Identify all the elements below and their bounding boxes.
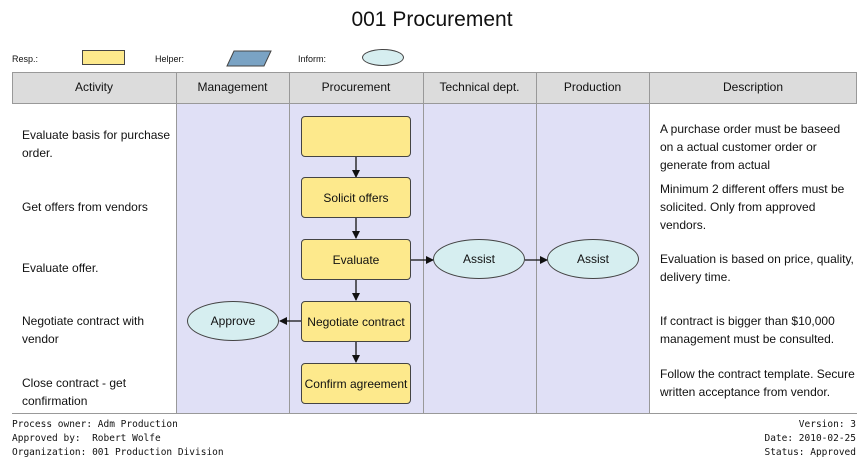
assist-production-ellipse[interactable]: Assist	[547, 239, 639, 279]
header-description: Description	[722, 80, 784, 94]
evaluate-box[interactable]: Evaluate	[301, 239, 411, 280]
description-text: Follow the contract template. Secure wri…	[660, 367, 855, 399]
description-text: Evaluation is based on price, quality, d…	[660, 252, 854, 284]
header-activity: Activity	[74, 80, 113, 94]
table-bottom-border	[12, 413, 857, 414]
legend-inform-label: Inform:	[298, 54, 327, 64]
header-production: Production	[563, 80, 622, 94]
table-header	[12, 72, 857, 104]
footer-version: Version: 3	[798, 419, 856, 430]
activity-text: Negotiate contract with vendor	[22, 314, 145, 346]
footer-date: Date: 2010-02-25	[764, 433, 856, 444]
legend-helper-swatch	[226, 50, 272, 67]
activity-text: Get offers from vendors	[22, 200, 148, 214]
activity-text: Evaluate basis for purchase order.	[22, 128, 171, 160]
description-text: A purchase order must be baseed on a act…	[660, 122, 841, 172]
legend-resp-swatch	[82, 50, 125, 65]
column-divider	[176, 72, 177, 414]
column-divider	[423, 72, 424, 414]
description-text: Minimum 2 different offers must be solic…	[660, 182, 845, 232]
page-title: 001 Procurement	[351, 8, 513, 31]
lane-management	[176, 104, 289, 414]
description-text: If contract is bigger than $10,000 manag…	[660, 314, 835, 346]
footer-status: Status: Approved	[764, 447, 856, 458]
column-divider	[536, 72, 537, 414]
footer-approved: Approved by: Robert Wolfe	[12, 433, 161, 444]
legend-inform-swatch	[362, 49, 404, 66]
legend-helper-label: Helper:	[155, 54, 185, 64]
column-divider	[289, 72, 290, 414]
negotiate-contract-box[interactable]: Negotiate contract	[301, 301, 411, 342]
assist-technical-ellipse[interactable]: Assist	[433, 239, 525, 279]
header-technical: Technical dept.	[439, 80, 520, 94]
legend-resp-label: Resp.:	[12, 54, 39, 64]
header-management: Management	[197, 80, 268, 94]
activity-text: Close contract - get confirmation	[22, 376, 127, 408]
confirm-agreement-box[interactable]: Confirm agreement	[301, 363, 411, 404]
footer-owner: Process owner: Adm Production	[12, 419, 178, 430]
column-divider	[649, 72, 650, 414]
start-box[interactable]	[301, 116, 411, 157]
solicit-offers-box[interactable]: Solicit offers	[301, 177, 411, 218]
activity-text: Evaluate offer.	[22, 261, 99, 275]
approve-ellipse[interactable]: Approve	[187, 301, 279, 341]
footer-organization: Organization: 001 Production Division	[12, 447, 224, 458]
header-procurement: Procurement	[321, 80, 391, 94]
